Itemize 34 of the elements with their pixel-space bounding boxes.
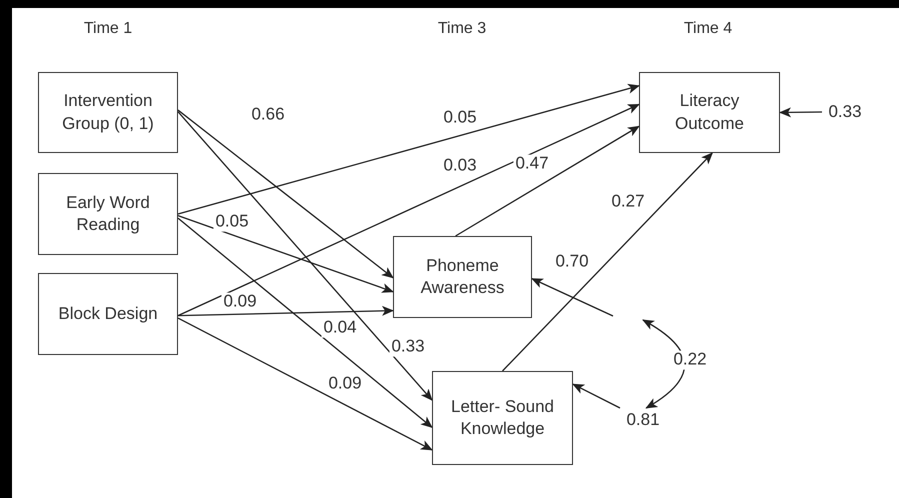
variable-name: Early Word Reading [65, 192, 151, 236]
residual-value: 0.81 [625, 408, 661, 431]
path-coefficient: 0.22 [671, 350, 709, 370]
variable-box [38, 72, 178, 153]
arrow [779, 107, 822, 118]
arrow [502, 152, 714, 372]
time-label: Time 4 [682, 20, 734, 38]
residual-value: 0.33 [827, 100, 863, 123]
arrow [178, 215, 394, 293]
variable-box [432, 371, 573, 465]
variable-name: Block Design [57, 302, 159, 325]
arrow [455, 126, 640, 237]
arrow [531, 278, 614, 317]
arrow [178, 306, 394, 316]
variable-box [393, 236, 532, 318]
variable-name: Phoneme Awareness [420, 254, 506, 299]
arrow [178, 111, 433, 401]
variable-box [38, 273, 178, 355]
variable-name: Intervention Group (0, 1) [61, 90, 155, 134]
variable-name: Letter- Sound Knowledge [450, 396, 555, 440]
variable-name: Literacy Outcome [674, 90, 745, 134]
path-coefficient: 0.05 [213, 212, 251, 232]
arrow [178, 84, 640, 215]
path-coefficient: 0.33 [389, 338, 427, 356]
time-label: Time 3 [436, 20, 488, 38]
time-label: Time 1 [82, 20, 134, 38]
path-coefficient: 0.04 [321, 318, 359, 338]
arrow [572, 384, 620, 409]
variable-box [639, 72, 780, 153]
arrow [178, 218, 433, 428]
arrow [178, 104, 640, 316]
arrow [178, 110, 394, 278]
variable-box [38, 173, 178, 255]
arrow [178, 318, 433, 451]
